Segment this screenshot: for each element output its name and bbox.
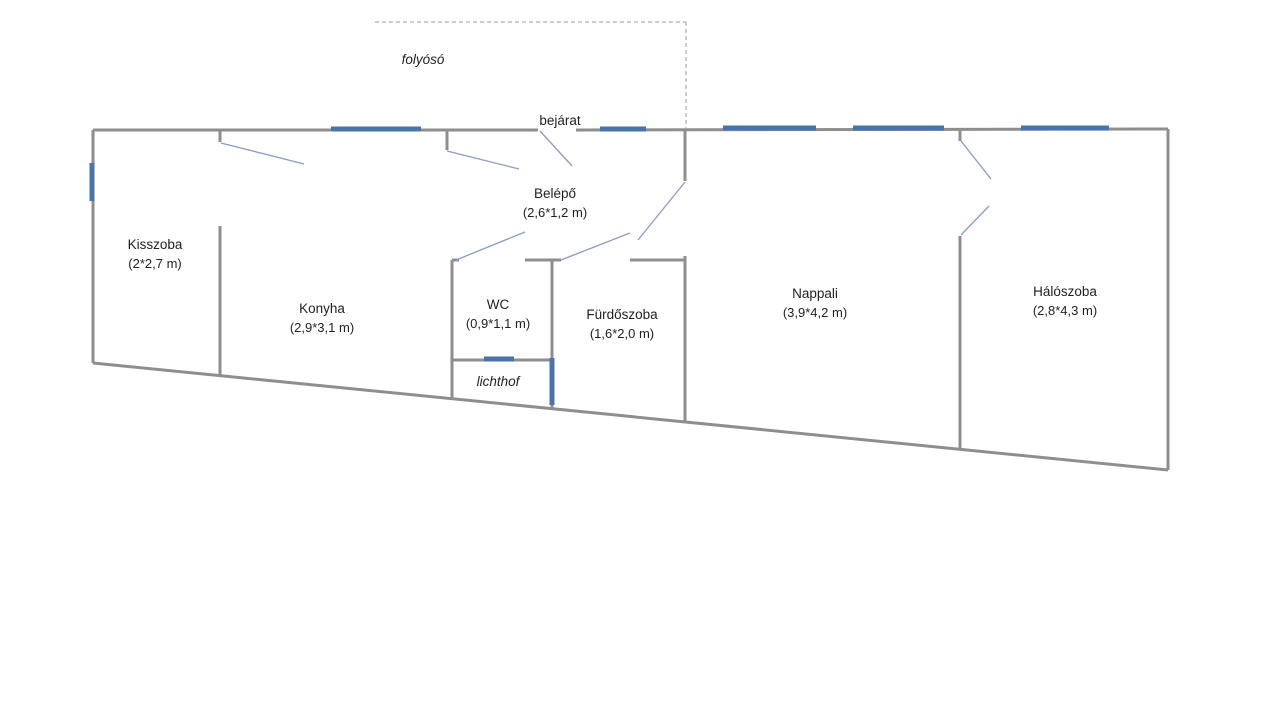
- lightwell-name: lichthof: [476, 374, 520, 389]
- outer-walls: [91, 127, 1170, 472]
- room-label-haloszoba: Hálószoba (2,8*4,3 m): [1033, 282, 1097, 320]
- room-label-nappali: Nappali (3,9*4,2 m): [783, 284, 847, 322]
- room-size: (2,9*3,1 m): [289, 320, 355, 335]
- room-size: (0,9*1,1 m): [465, 316, 531, 331]
- room-size: (3,9*4,2 m): [782, 305, 848, 320]
- room-label-furdoszoba: Fürdőszoba (1,6*2,0 m): [586, 305, 657, 343]
- door-swing-kisszoba: [220, 142, 305, 165]
- door-swing-nappali: [637, 181, 686, 241]
- door-swing-furdoszoba: [560, 232, 631, 261]
- room-name: Kisszoba: [127, 237, 183, 252]
- label-entrance: bejárat: [539, 111, 580, 130]
- windows: [89, 125, 1109, 405]
- room-name: Belépő: [533, 186, 577, 201]
- room-label-konyha: Konyha (2,9*3,1 m): [290, 299, 354, 337]
- entrance-name: bejárat: [539, 113, 581, 128]
- door-swing-konyha: [446, 150, 520, 170]
- corridor-name: folyósó: [401, 52, 445, 67]
- wall-bottom-sloped: [92, 361, 1169, 472]
- interior-walls: [218, 129, 962, 449]
- room-size: (1,6*2,0 m): [589, 326, 655, 341]
- room-name: Fürdőszoba: [586, 307, 658, 322]
- door-swing-entrance: [539, 130, 573, 167]
- door-swing-haloszoba-lower: [960, 205, 990, 236]
- room-size: (2,8*4,3 m): [1032, 303, 1098, 318]
- room-size: (2,6*1,2 m): [522, 205, 588, 220]
- room-name: WC: [486, 297, 510, 312]
- door-swings: [220, 130, 992, 261]
- room-label-kisszoba: Kisszoba (2*2,7 m): [128, 235, 183, 273]
- label-corridor: folyósó: [402, 50, 445, 69]
- door-swing-haloszoba-upper: [960, 140, 992, 180]
- room-size: (2*2,7 m): [128, 256, 182, 271]
- room-name: Konyha: [299, 301, 345, 316]
- label-lightwell: lichthof: [477, 372, 520, 391]
- door-swing-wc: [455, 231, 526, 261]
- room-name: Hálószoba: [1033, 284, 1097, 299]
- room-name: Nappali: [792, 286, 838, 301]
- room-label-belepo: Belépő (2,6*1,2 m): [523, 184, 587, 222]
- corridor-dashed-outline: [375, 21, 687, 129]
- room-label-wc: WC (0,9*1,1 m): [466, 295, 530, 333]
